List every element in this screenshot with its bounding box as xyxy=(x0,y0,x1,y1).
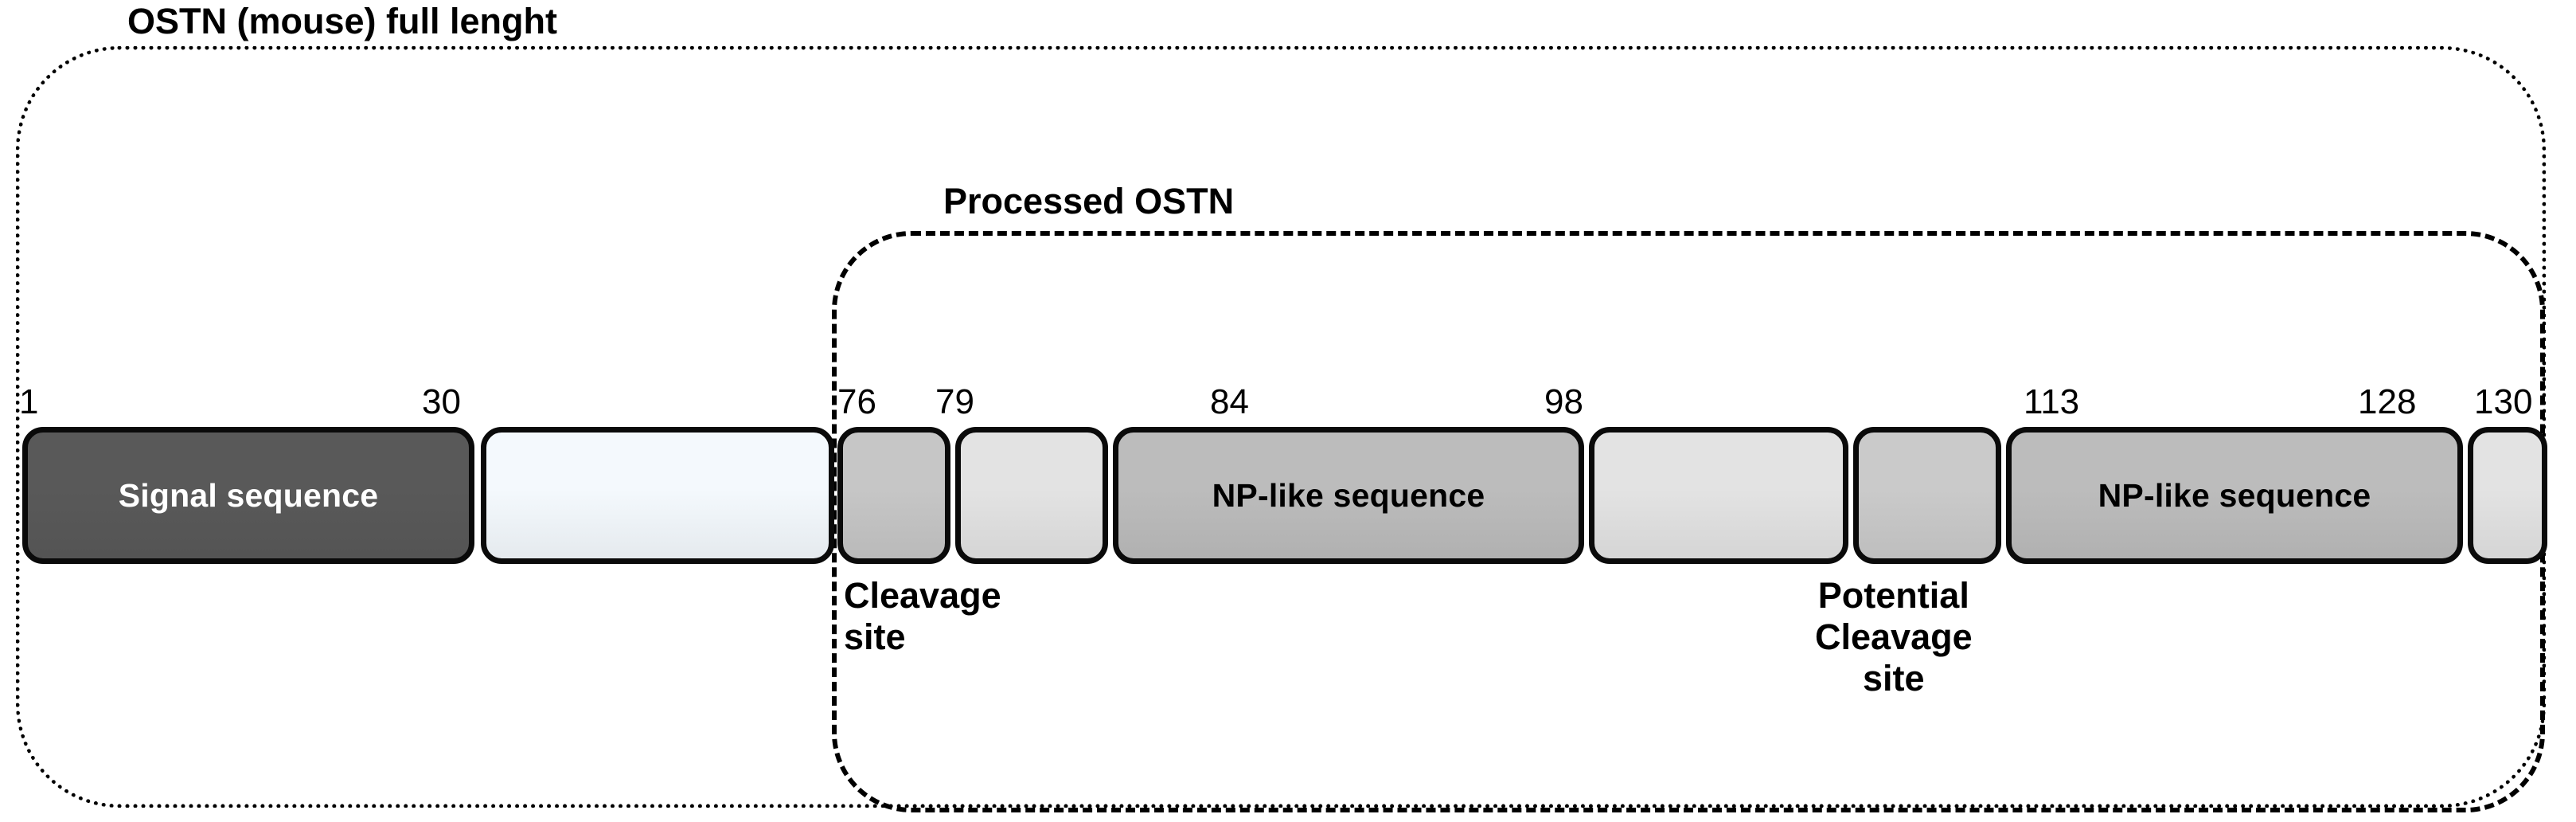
domain-box-linker-1 xyxy=(481,427,834,564)
full-length-bracket-label: OSTN (mouse) full lenght xyxy=(119,2,565,41)
residue-number-1: 1 xyxy=(19,382,39,421)
residue-number-128: 128 xyxy=(2358,382,2417,421)
domain-box-signal-sequence: Signal sequence xyxy=(22,427,474,564)
callout-line: Cleavage xyxy=(844,575,1001,616)
domain-label-signal-sequence: Signal sequence xyxy=(118,476,379,514)
residue-number-84: 84 xyxy=(1210,382,1249,421)
domain-label-np-like-sequence-2: NP-like sequence xyxy=(2098,476,2371,514)
callout-line: Cleavage xyxy=(1815,616,1973,657)
residue-number-98: 98 xyxy=(1544,382,1583,421)
domain-track: Signal sequence NP-like sequence NP-like s… xyxy=(0,427,2576,566)
callout-line: site xyxy=(1863,658,1925,699)
domain-box-segment-113-pre xyxy=(1853,427,2001,564)
domain-box-segment-79-84 xyxy=(955,427,1108,564)
domain-box-np-like-sequence-2: NP-like sequence xyxy=(2006,427,2463,564)
domain-box-segment-128-130 xyxy=(2468,427,2547,564)
residue-number-79: 79 xyxy=(935,382,974,421)
callout-line: site xyxy=(844,616,906,657)
residue-number-130: 130 xyxy=(2474,382,2533,421)
domain-label-np-like-sequence-1: NP-like sequence xyxy=(1212,476,1485,514)
processed-bracket-label: Processed OSTN xyxy=(935,182,1243,221)
domain-box-segment-76-79 xyxy=(837,427,950,564)
domain-box-segment-98-113 xyxy=(1589,427,1848,564)
callout-line: Potential xyxy=(1817,575,1969,616)
residue-number-113: 113 xyxy=(2024,382,2080,421)
residue-number-76: 76 xyxy=(837,382,876,421)
domain-box-np-like-sequence-1: NP-like sequence xyxy=(1113,427,1584,564)
residue-number-30: 30 xyxy=(422,382,461,421)
